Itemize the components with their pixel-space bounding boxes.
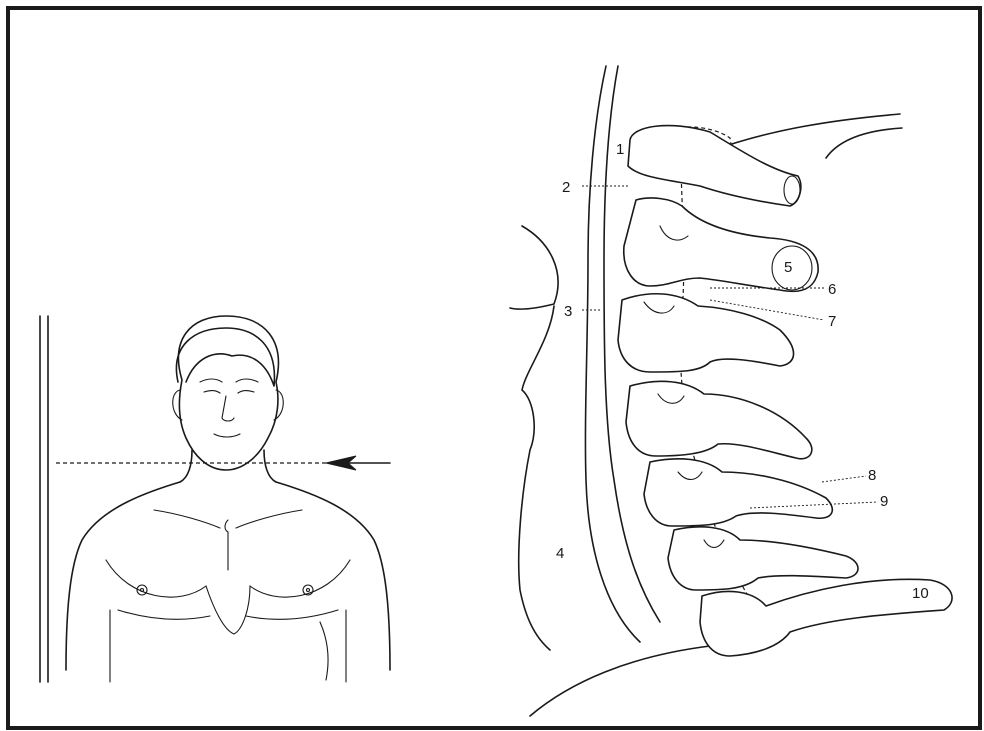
mandible-contour — [510, 226, 558, 309]
vertebra-c6 — [668, 527, 858, 590]
head — [173, 316, 284, 470]
patient-positioning-illustration — [40, 316, 390, 682]
number-labels: 1 2 3 4 5 6 7 8 9 10 — [556, 141, 929, 602]
label-1: 1 — [616, 141, 624, 158]
label-6: 6 — [828, 281, 836, 298]
label-8: 8 — [868, 467, 876, 484]
vertebra-c2 — [624, 198, 818, 291]
cervical-spine-diagram: 1 2 3 4 5 6 7 8 9 10 — [510, 66, 952, 716]
central-ray-arrow — [56, 456, 390, 470]
label-4: 4 — [556, 545, 564, 562]
anterior-neck-contour — [519, 306, 554, 650]
vertebra-c1 — [628, 126, 801, 206]
vertebra-c3 — [618, 294, 794, 372]
label-9: 9 — [880, 493, 888, 510]
vertebra-c5 — [644, 459, 832, 526]
figure-frame: 1 2 3 4 5 6 7 8 9 10 — [6, 6, 982, 730]
vertebra-c4 — [626, 381, 812, 458]
torso — [66, 450, 390, 682]
label-2: 2 — [562, 179, 570, 196]
label-3: 3 — [564, 303, 572, 320]
label-5: 5 — [784, 259, 792, 276]
figure-canvas: 1 2 3 4 5 6 7 8 9 10 — [10, 10, 978, 726]
label-7: 7 — [828, 313, 836, 330]
image-receptor — [40, 316, 48, 682]
label-10: 10 — [912, 585, 929, 602]
